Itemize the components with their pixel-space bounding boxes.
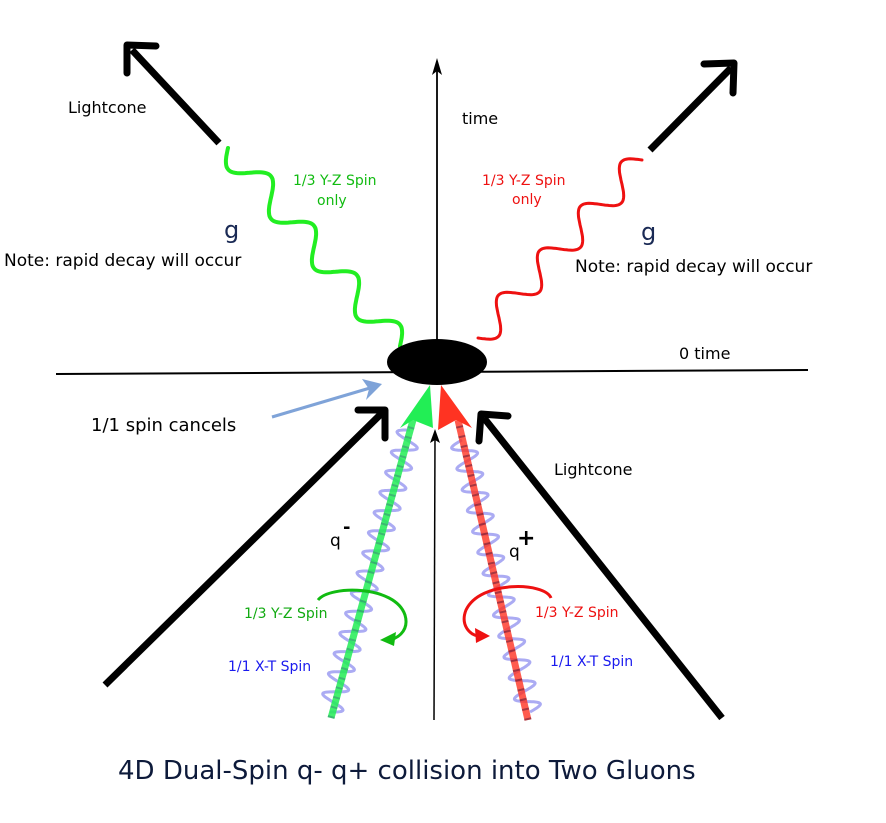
gluon-right-symbol: g <box>641 218 656 246</box>
quark-plus-yz-spin: 1/3 Y-Z Spin <box>535 605 619 621</box>
quark-minus-arrow <box>327 385 433 719</box>
gluon-left-spin-line2: only <box>317 193 347 209</box>
gluon-right-spin-line1: 1/3 Y-Z Spin <box>482 173 566 189</box>
quark-minus-xt-spin: 1/1 X-T Spin <box>228 659 311 675</box>
gluon-left-wave <box>223 146 405 348</box>
spin-cancels-arrow <box>271 379 382 419</box>
gluon-left-spin-line1: 1/3 Y-Z Spin <box>293 173 377 189</box>
quark-plus-charge: + <box>517 526 535 551</box>
yz-spin-rotation-left <box>316 588 408 646</box>
lightcone-lower-right-arrow <box>475 410 725 721</box>
collision-point <box>387 339 487 385</box>
yz-spin-rotation-right <box>462 585 553 643</box>
quark-plus-arrowhead <box>438 385 472 430</box>
gluon-left-note: Note: rapid decay will occur <box>4 251 241 271</box>
time-axis-label: time <box>462 109 498 128</box>
gluon-right-spin-line2: only <box>512 192 542 208</box>
spin-cancels-label: 1/1 spin cancels <box>91 415 236 436</box>
quark-plus-xt-spin: 1/1 X-T Spin <box>550 654 633 670</box>
diagram-title: 4D Dual-Spin q- q+ collision into Two Gl… <box>118 756 696 786</box>
center-incoming-arrow <box>430 429 440 721</box>
lightcone-upper-left-label: Lightcone <box>68 98 147 117</box>
time-axis <box>432 58 442 366</box>
time-axis-arrowhead <box>432 58 442 75</box>
quark-minus-symbol: q <box>330 531 341 551</box>
gluon-right-note: Note: rapid decay will occur <box>575 257 812 277</box>
zero-time-label: 0 time <box>679 344 730 363</box>
lightcone-upper-right-arrow <box>647 59 738 153</box>
quark-minus-yz-spin: 1/3 Y-Z Spin <box>244 606 328 622</box>
quark-minus-arrowhead <box>400 385 433 428</box>
gluon-right-wave <box>476 157 644 341</box>
quark-minus-charge: - <box>343 517 350 538</box>
lightcone-lower-left-arrow <box>102 406 389 688</box>
gluon-left-symbol: g <box>224 216 239 244</box>
quark-plus-symbol: q <box>509 542 520 562</box>
lightcone-upper-left-arrow <box>123 41 222 146</box>
lightcone-lower-right-label: Lightcone <box>554 460 633 479</box>
